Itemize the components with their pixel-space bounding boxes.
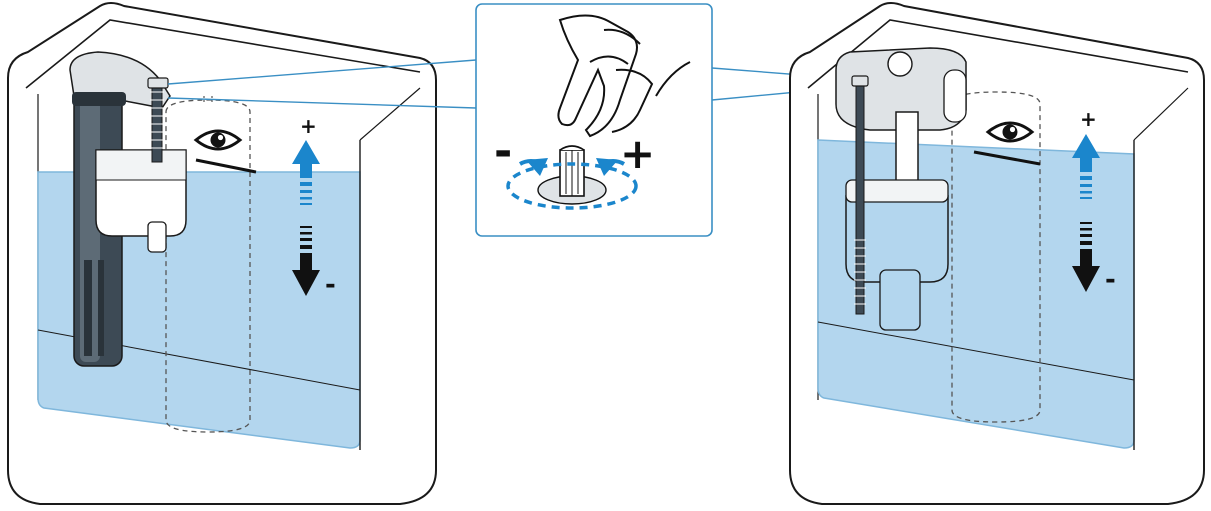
left-tank: + -	[7, 2, 437, 505]
adjustment-knob	[537, 145, 607, 205]
arrow-up-icon	[1072, 134, 1100, 199]
right-tank: + -	[789, 2, 1205, 505]
left-dashed-flush-valve	[165, 99, 251, 433]
arrow-down-icon	[292, 226, 320, 296]
hand-icon	[557, 14, 691, 138]
arrow-up-icon	[292, 140, 320, 205]
water-level-mark	[973, 150, 1041, 166]
arrow-down-icon	[1072, 222, 1100, 292]
rotate-arrows-icon	[506, 158, 638, 210]
left-minus-sign: -	[325, 270, 336, 300]
adjustment-detail-inset: - +	[475, 3, 713, 237]
left-plus-sign: +	[300, 114, 317, 138]
right-fill-valve	[835, 47, 967, 331]
water-level-mark	[195, 158, 257, 174]
eye-icon	[193, 129, 243, 151]
right-plus-sign: +	[1080, 107, 1097, 131]
eye-icon	[985, 121, 1035, 143]
inset-minus-sign: -	[494, 126, 512, 177]
right-dashed-flush-valve	[951, 91, 1041, 423]
right-minus-sign: -	[1105, 265, 1116, 295]
inset-plus-sign: +	[620, 129, 655, 178]
left-fill-valve	[69, 51, 187, 367]
